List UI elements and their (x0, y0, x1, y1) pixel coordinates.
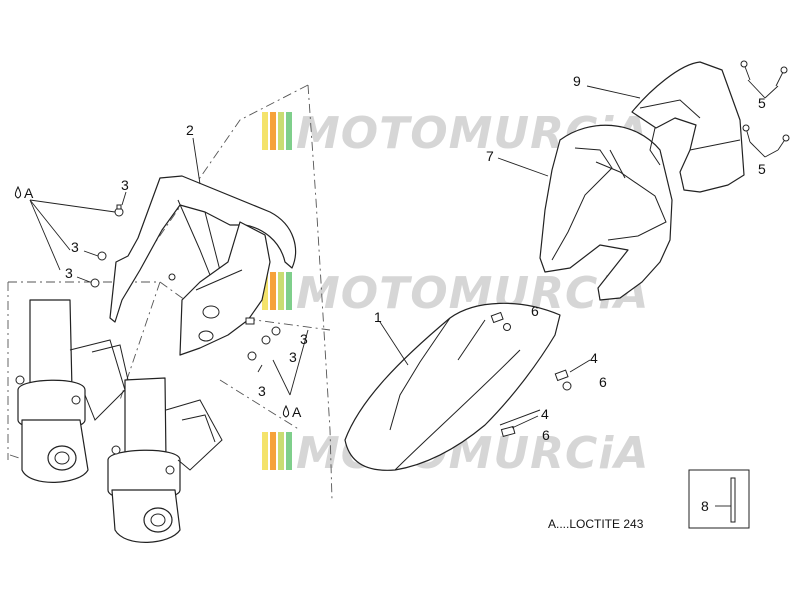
clip-icon (500, 425, 516, 438)
label-2: 2 (186, 122, 194, 138)
watermark-middle: MOTOMURCiA (262, 268, 648, 319)
leader-lines (29, 79, 779, 429)
bolt-icon (114, 204, 124, 217)
label-3: 3 (65, 265, 73, 281)
label-6: 6 (542, 427, 550, 443)
bolt-icon (261, 335, 271, 345)
upper-fairing (539, 124, 673, 301)
bolt-icon (777, 134, 790, 151)
label-3: 3 (289, 349, 297, 365)
drop-icon (14, 185, 22, 199)
label-6: 6 (531, 303, 539, 319)
clip-icon (554, 369, 569, 382)
label-4: 4 (590, 350, 598, 366)
label-6: 6 (599, 374, 607, 390)
fork-assembly (15, 299, 223, 543)
item-8-box (688, 469, 750, 529)
label-5: 5 (758, 95, 766, 111)
label-a-top: A (24, 185, 34, 201)
bolt-icon (740, 60, 751, 81)
part-labels: 2 A 3 3 3 3 3 3 3 A 1 6 4 6 4 6 7 9 5 5 … (24, 73, 766, 514)
front-nose-fairing (344, 302, 561, 471)
loctite-note: A....LOCTITE 243 (548, 517, 644, 531)
bolt-icon (245, 317, 255, 325)
front-mudguard (109, 175, 297, 356)
label-a-bottom: A (292, 404, 302, 420)
label-8: 8 (701, 498, 709, 514)
bolt-icon (742, 124, 751, 143)
clip-icon (562, 381, 572, 391)
label-3: 3 (300, 331, 308, 347)
label-7: 7 (486, 148, 494, 164)
bolt-icon (90, 278, 100, 288)
label-1: 1 (374, 309, 382, 325)
bolts-item-5 (740, 60, 790, 151)
label-9: 9 (573, 73, 581, 89)
mudguard-bolts (90, 204, 281, 361)
bolt-icon (247, 351, 257, 361)
drop-icon (282, 404, 290, 418)
label-3: 3 (258, 383, 266, 399)
bolt-icon (97, 251, 107, 261)
label-3: 3 (71, 239, 79, 255)
label-4: 4 (541, 406, 549, 422)
nose-clips (490, 311, 572, 438)
label-5: 5 (758, 161, 766, 177)
bolt-icon (271, 326, 281, 336)
label-3: 3 (121, 177, 129, 193)
bolt-icon (775, 66, 788, 87)
instrument-cover (631, 61, 745, 193)
clip-icon (503, 323, 511, 331)
clip-icon (490, 311, 504, 324)
